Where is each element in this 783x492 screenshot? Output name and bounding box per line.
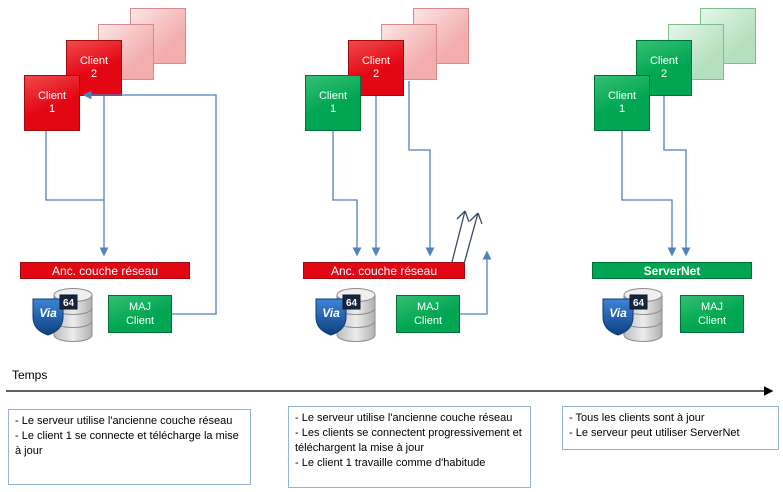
p2-back-client-to-bar-arrow bbox=[408, 81, 435, 257]
panel2-client1-box: Client 1 bbox=[305, 75, 361, 131]
panel2-notes-box: - Le serveur utilise l'ancienne couche r… bbox=[288, 406, 531, 488]
db-badge-text: 64 bbox=[346, 298, 358, 309]
p3-client2-to-bar-arrow bbox=[663, 96, 691, 257]
panel2-maj-line2: Client bbox=[413, 315, 443, 327]
panel1-notes-box: - Le serveur utilise l'ancienne couche r… bbox=[8, 409, 251, 485]
db-badge-text: 64 bbox=[633, 298, 645, 309]
p1-client1-to-bar-line bbox=[45, 131, 104, 201]
panel1-maj-client-box: MAJ Client bbox=[108, 295, 172, 333]
panel1-network-layer-label: Anc. couche réseau bbox=[51, 263, 159, 278]
panel1-network-layer-bar: Anc. couche réseau bbox=[20, 262, 190, 279]
panel1-maj-line1: MAJ bbox=[129, 300, 151, 313]
panel1-client1-box: Client 1 bbox=[24, 75, 80, 131]
p1-maj-to-client1-arrow bbox=[82, 90, 217, 315]
panel3-client1-box: Client 1 bbox=[594, 75, 650, 131]
panel2-database-icon: Via 64 bbox=[315, 288, 376, 342]
note-line: - Le serveur peut utiliser ServerNet bbox=[569, 426, 740, 439]
panel1-maj-line2: Client bbox=[125, 315, 155, 327]
p2-sync-sketch-arrows bbox=[451, 210, 483, 265]
panel3-maj-line1: MAJ bbox=[701, 300, 723, 313]
db-brand-text: Via bbox=[322, 306, 340, 320]
panel1-client2-box: Client 2 bbox=[66, 40, 122, 96]
panel3-servernet-label: ServerNet bbox=[643, 263, 701, 278]
panel2-network-layer-label: Anc. couche réseau bbox=[330, 263, 438, 278]
panel3-maj-line2: Client bbox=[697, 315, 727, 327]
db-brand-text: Via bbox=[609, 306, 627, 320]
panel3-client2-label: Client 2 bbox=[649, 54, 679, 80]
panel2-client1-label: Client 1 bbox=[318, 89, 348, 115]
db-brand-text: Via bbox=[39, 306, 57, 320]
timeline-label: Temps bbox=[12, 368, 48, 382]
panel1-client2-label: Client 2 bbox=[79, 54, 109, 80]
panel3-client1-label: Client 1 bbox=[607, 89, 637, 115]
note-line: - Les clients se connectent progressivem… bbox=[295, 426, 522, 454]
note-line: - Tous les clients sont à jour bbox=[569, 412, 705, 424]
panel3-client2-box: Client 2 bbox=[636, 40, 692, 96]
p3-client1-to-bar-arrow bbox=[621, 131, 677, 257]
panel3-notes-box: - Tous les clients sont à jour - Le serv… bbox=[562, 406, 779, 450]
panel3-database-icon: Via 64 bbox=[602, 288, 663, 342]
note-line: - Le serveur utilise l'ancienne couche r… bbox=[295, 412, 513, 424]
panel2-maj-line1: MAJ bbox=[417, 300, 439, 313]
panel2-maj-client-box: MAJ Client bbox=[396, 295, 460, 333]
p2-client1-to-bar-arrow bbox=[332, 131, 362, 257]
note-line: - Le serveur utilise l'ancienne couche r… bbox=[15, 415, 233, 427]
panel2-client2-label: Client 2 bbox=[361, 54, 391, 80]
note-line: - Le client 1 travaille comme d'habitude bbox=[295, 456, 486, 469]
db-badge-text: 64 bbox=[63, 298, 75, 309]
panel3-servernet-bar: ServerNet bbox=[592, 262, 752, 279]
note-line: - Le client 1 se connecte et télécharge … bbox=[15, 429, 239, 457]
panel2-network-layer-bar: Anc. couche réseau bbox=[303, 262, 465, 279]
panel3-maj-client-box: MAJ Client bbox=[680, 295, 744, 333]
panel1-client1-label: Client 1 bbox=[37, 89, 67, 115]
panel1-database-icon: Via 64 bbox=[32, 288, 93, 342]
